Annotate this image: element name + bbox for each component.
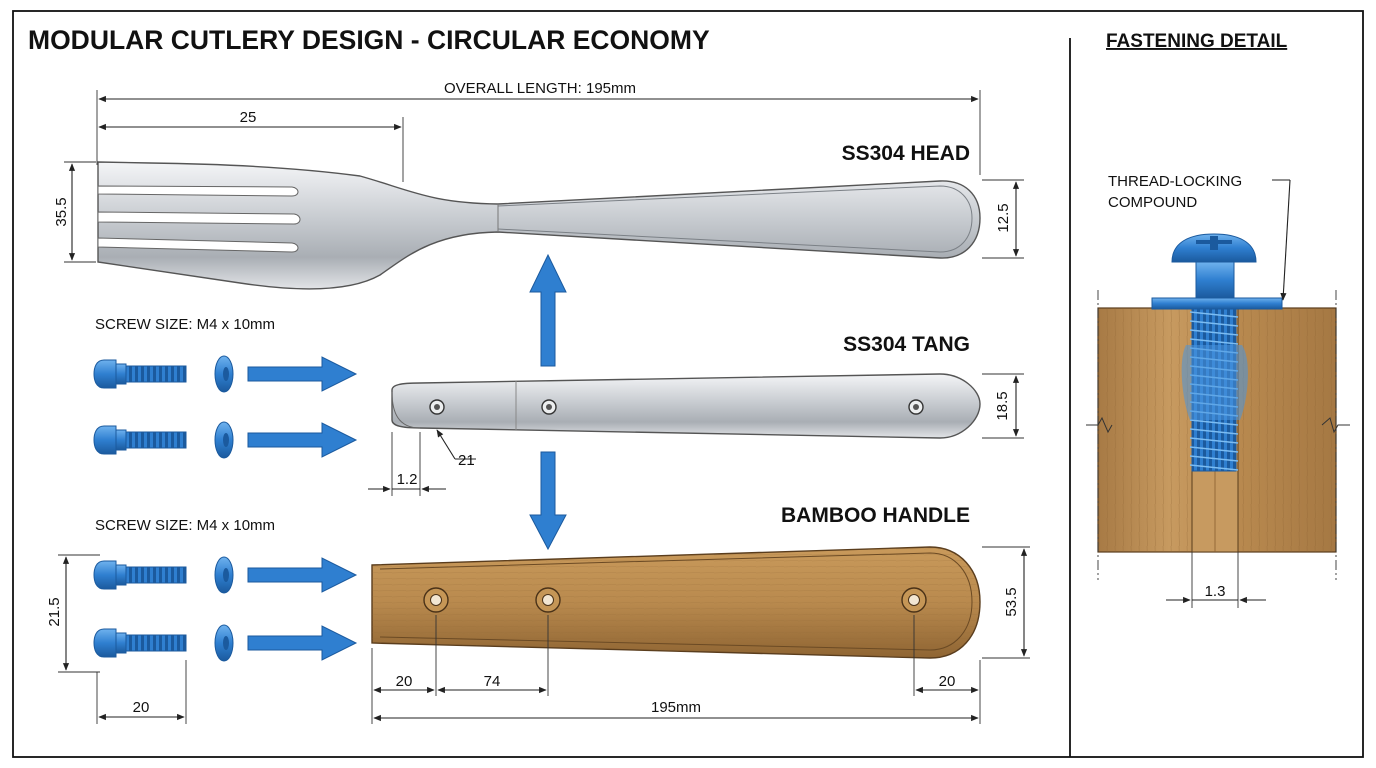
fork-end-width-label: 12.5 xyxy=(995,203,1012,232)
screw-4 xyxy=(93,628,187,658)
screw-2 xyxy=(93,425,187,455)
washer-1 xyxy=(214,355,234,393)
handle-width-dimension: 53.5 xyxy=(982,546,1030,659)
head-label: SS304 HEAD xyxy=(842,142,970,165)
tine-length-dimension: 25 xyxy=(98,109,404,182)
overall-length-dimension: OVERALL LENGTH: 195mm xyxy=(96,80,981,175)
handle-hole-dimensions: 20 74 20 195mm xyxy=(371,615,981,724)
tang-hole-label: 21 xyxy=(458,452,475,469)
tang-width-label: 18.5 xyxy=(994,391,1011,420)
detail-gap-label: 1.3 xyxy=(1205,583,1226,600)
tine-length-label: 25 xyxy=(240,109,257,126)
tang-width-dimension: 18.5 xyxy=(982,373,1024,439)
tang-label: SS304 TANG xyxy=(843,333,970,356)
handle-length-label: 195mm xyxy=(651,699,701,716)
screw-size-label-1: SCREW SIZE: M4 x 10mm xyxy=(95,316,275,333)
bamboo-handle-part xyxy=(371,546,981,659)
fork-end-width-dimension: 12.5 xyxy=(982,179,1024,259)
thread-locking-leader: THREAD-LOCKING COMPOUND xyxy=(1108,173,1291,301)
tang-thickness-label: 1.2 xyxy=(397,471,418,488)
fork-head-width-label: 35.5 xyxy=(53,197,70,226)
handle-hole-2-label: 74 xyxy=(484,673,501,690)
thread-lock-label-line1: THREAD-LOCKING xyxy=(1108,173,1242,190)
washer-4 xyxy=(214,624,234,662)
screw-1 xyxy=(93,359,187,389)
detail-title: FASTENING DETAIL xyxy=(1106,31,1288,52)
assembly-arrow-up xyxy=(529,253,567,367)
tang-hole-leader: 21 xyxy=(436,429,476,469)
handle-hole-1-label: 20 xyxy=(396,673,413,690)
fastening-detail-section xyxy=(1086,233,1350,580)
washer-3 xyxy=(214,556,234,594)
sheet-border xyxy=(12,10,1364,758)
screw-set xyxy=(93,355,358,662)
screw-length-dimension: 20 xyxy=(96,660,187,724)
fork-head-width-dimension: 35.5 xyxy=(53,161,96,263)
insert-arrow-2 xyxy=(247,422,358,458)
screw-length-label: 20 xyxy=(133,699,150,716)
handle-hole-end-label: 20 xyxy=(939,673,956,690)
insert-arrow-3 xyxy=(247,557,358,593)
thread-lock-label-line2: COMPOUND xyxy=(1108,194,1197,211)
washer-2 xyxy=(214,421,234,459)
handle-label: BAMBOO HANDLE xyxy=(781,504,970,527)
tang-part xyxy=(391,373,981,439)
screw-size-label-2: SCREW SIZE: M4 x 10mm xyxy=(95,517,275,534)
overall-length-label: OVERALL LENGTH: 195mm xyxy=(444,80,636,97)
screw-spacing-dimension: 21.5 xyxy=(46,554,100,673)
drawing-title: MODULAR CUTLERY DESIGN - CIRCULAR ECONOM… xyxy=(28,25,710,55)
assembly-arrow-down xyxy=(529,451,567,551)
insert-arrow-1 xyxy=(247,356,358,392)
fork-head xyxy=(97,161,981,290)
screw-3 xyxy=(93,560,187,590)
handle-width-label: 53.5 xyxy=(1003,587,1020,616)
screw-spacing-label: 21.5 xyxy=(46,597,63,626)
insert-arrow-4 xyxy=(247,625,358,661)
tang-thickness-dimension: 1.2 xyxy=(368,432,446,496)
detail-gap-dimension: 1.3 xyxy=(1166,552,1266,608)
